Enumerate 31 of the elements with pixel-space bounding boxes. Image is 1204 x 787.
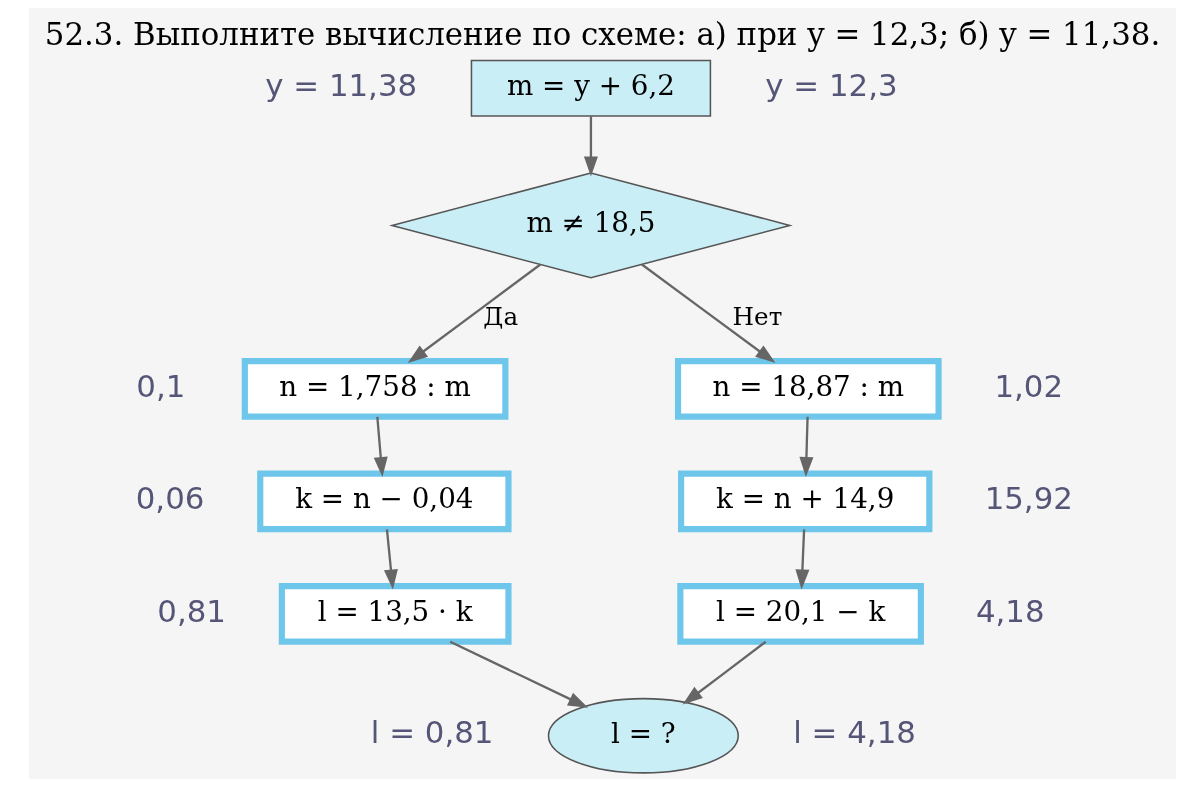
node-label: 15,92 bbox=[984, 480, 1073, 517]
node-label: 4,18 bbox=[975, 592, 1045, 629]
node-box: n = 1,758 : m bbox=[241, 357, 508, 420]
node-box: n = 18,87 : m bbox=[674, 357, 942, 420]
node-label: l = 0,81 bbox=[370, 714, 493, 751]
node-label: 0,06 bbox=[135, 480, 204, 517]
arrow bbox=[794, 529, 809, 590]
arrow bbox=[449, 640, 588, 708]
arrow bbox=[383, 529, 398, 590]
node-label: y = 12,3 bbox=[764, 66, 898, 103]
node-box: l = 13,5 · k bbox=[278, 583, 512, 645]
node-label: 0,1 bbox=[135, 367, 185, 404]
node-box: k = n + 14,9 bbox=[677, 470, 932, 533]
arrow bbox=[798, 416, 813, 478]
node-box: k = n − 0,04 bbox=[256, 470, 512, 533]
node-label: 0,81 bbox=[156, 592, 226, 629]
node-label: 1,02 bbox=[993, 367, 1063, 404]
node-box: l = 20,1 − k bbox=[676, 583, 924, 645]
edge-label: Нет bbox=[732, 302, 782, 332]
arrow bbox=[407, 263, 541, 363]
node-label: y = 11,38 bbox=[264, 66, 417, 103]
arrow bbox=[640, 263, 775, 363]
arrow bbox=[682, 640, 766, 705]
arrow bbox=[583, 116, 598, 177]
diagram-title: 52.3. Выполните вычисление по схеме: а) при y = 12,3; б) y = 11,38. bbox=[44, 16, 1160, 53]
arrow bbox=[373, 416, 388, 478]
node-label: l = 4,18 bbox=[792, 714, 916, 751]
edge-label: Да bbox=[482, 302, 518, 332]
node-ellipse: l = ? bbox=[547, 697, 739, 774]
node-diamond: m ≠ 18,5 bbox=[388, 172, 793, 279]
node-box: m = y + 6,2 bbox=[470, 59, 711, 117]
